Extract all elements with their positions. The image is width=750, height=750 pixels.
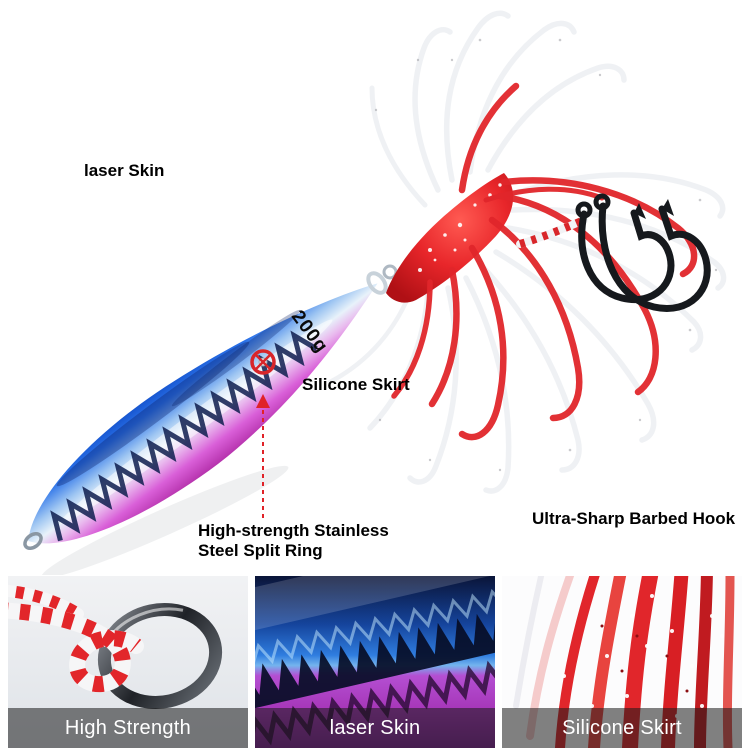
nose-ring	[366, 271, 388, 295]
label-split-ring: High-strength Stainless Steel Split Ring	[198, 521, 389, 561]
detail-panel-silicone-skirt: Silicone Skirt	[502, 576, 742, 748]
label-laser-skin: laser Skin	[84, 161, 165, 180]
body-dark-streak	[56, 341, 250, 487]
strand-speckles	[374, 38, 718, 472]
split-ring-connector	[256, 394, 270, 518]
body-dark-streak	[171, 309, 301, 407]
hook-barb	[634, 203, 646, 219]
skirt-head	[386, 173, 514, 303]
caption-laser-skin: laser Skin	[255, 708, 495, 748]
lure-photo: 200g	[23, 10, 727, 575]
caption-high-strength: High Strength	[8, 708, 248, 748]
detail-panel-laser-skin: laser Skin	[255, 576, 495, 748]
split-ring-marker	[250, 349, 276, 375]
detail-panel-high-strength: High Strength	[8, 576, 248, 748]
label-barbed-hook: Ultra-Sharp Barbed Hook	[532, 509, 736, 528]
jig-body-group: 200g	[28, 283, 378, 544]
hook-left	[578, 209, 675, 303]
body-zigzag-pattern	[50, 330, 318, 542]
lure-shadow	[41, 465, 289, 575]
skirt-head-speckles	[418, 183, 502, 272]
hook-barb	[662, 199, 674, 216]
tail-eyelet	[23, 532, 43, 550]
barbed-hooks	[575, 193, 711, 312]
assist-cord	[516, 216, 588, 248]
hook-right	[598, 202, 711, 312]
label-silicone-skirt: Silicone Skirt	[302, 375, 410, 394]
split-ring	[382, 264, 398, 280]
label-split-ring-line2: Steel Split Ring	[198, 541, 323, 560]
label-split-ring-line1: High-strength Stainless	[198, 521, 389, 540]
braided-cord	[8, 584, 144, 693]
dark-sparkles	[600, 624, 689, 693]
caption-silicone-skirt: Silicone Skirt	[502, 708, 742, 748]
